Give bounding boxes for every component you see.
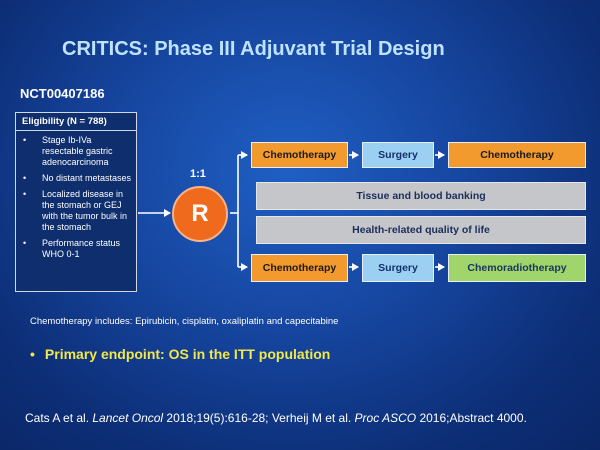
randomization-circle: R [172, 186, 228, 242]
eligibility-list: Stage Ib-IVa resectable gastric adenocar… [16, 131, 136, 260]
citation-part3: 2016;Abstract 4000. [416, 411, 527, 425]
bullet-icon: • [30, 346, 35, 362]
randomization-ratio: 1:1 [190, 168, 206, 180]
citation-journal1: Lancet Oncol [92, 411, 164, 425]
citation-journal2: Proc ASCO [354, 411, 417, 425]
arm-a-chemotherapy-box: Chemotherapy [448, 142, 586, 168]
arm-b-chemotherapy-box: Chemotherapy [251, 254, 348, 282]
citation-part1: Cats A et al. [25, 411, 93, 425]
quality-of-life-box: Health-related quality of life [256, 216, 586, 244]
trial-id: NCT00407186 [20, 86, 105, 101]
eligibility-item: Performance status WHO 0-1 [22, 238, 132, 260]
arm-a-surgery-box: Surgery [362, 142, 434, 168]
citation-part2: 2018;19(5):616-28; Verheij M et al. [163, 411, 355, 425]
eligibility-box: Eligibility (N = 788) Stage Ib-IVa resec… [15, 112, 137, 292]
eligibility-item: No distant metastases [22, 173, 132, 184]
eligibility-header: Eligibility (N = 788) [16, 113, 136, 131]
tissue-banking-box: Tissue and blood banking [256, 182, 586, 210]
arm-b-surgery-box: Surgery [362, 254, 434, 282]
primary-endpoint: • Primary endpoint: OS in the ITT populat… [30, 346, 330, 362]
chemotherapy-note: Chemotherapy includes: Epirubicin, cispl… [30, 316, 339, 327]
arm-b-chemoradiotherapy-box: Chemoradiotherapy [448, 254, 586, 282]
arm-a-chemotherapy-box: Chemotherapy [251, 142, 348, 168]
slide-title: CRITICS: Phase III Adjuvant Trial Design [62, 38, 445, 60]
citation: Cats A et al. Lancet Oncol 2018;19(5):61… [25, 410, 565, 427]
eligibility-item: Stage Ib-IVa resectable gastric adenocar… [22, 135, 132, 168]
primary-endpoint-text: Primary endpoint: OS in the ITT populati… [44, 346, 331, 362]
eligibility-item: Localized disease in the stomach or GEJ … [22, 189, 132, 233]
